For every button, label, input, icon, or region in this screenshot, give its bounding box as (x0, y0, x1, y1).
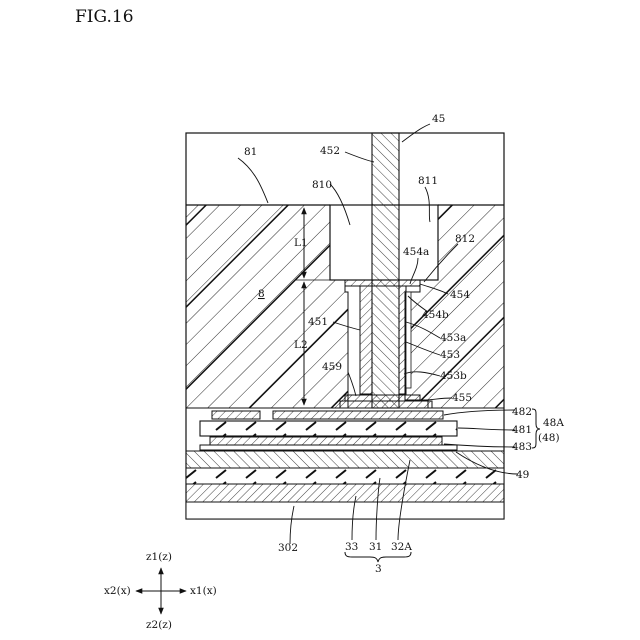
layer-483-under (200, 445, 457, 450)
layer-302 (186, 502, 504, 519)
wall-453 (399, 286, 406, 394)
figure-title: FIG.16 (75, 7, 134, 27)
label-812: 812 (455, 233, 475, 245)
axis-down-label: z2(z) (146, 619, 172, 631)
label-48A: 48A (543, 417, 564, 429)
wall-451 (360, 286, 372, 394)
label-L1: L1 (294, 237, 308, 249)
label-32A: 32A (391, 541, 412, 553)
layer-482-left (212, 411, 260, 419)
label-481: 481 (512, 424, 532, 436)
label-810: 810 (312, 179, 332, 191)
axis-left-label: x2(x) (104, 585, 131, 597)
base-459 (340, 401, 432, 408)
label-302: 302 (278, 542, 298, 554)
label-45: 45 (432, 113, 445, 125)
label-L2: L2 (294, 339, 308, 351)
label-482: 482 (512, 406, 532, 418)
label-455: 455 (452, 392, 472, 404)
label-451: 451 (308, 316, 328, 328)
label-453b: 453b (440, 370, 467, 382)
label-483: 483 (512, 441, 532, 453)
label-453a: 453a (440, 332, 466, 344)
label-459: 459 (322, 361, 342, 373)
layer-31-pattern (186, 468, 504, 484)
label-454: 454 (450, 289, 470, 301)
label-811: 811 (418, 175, 438, 187)
label-49: 49 (516, 469, 529, 481)
axis-indicator: z1(z) z2(z) x2(x) x1(x) (104, 551, 217, 631)
gap-453 (406, 292, 411, 388)
label-452: 452 (320, 145, 340, 157)
label-454b: 454b (422, 309, 449, 321)
axis-up-label: z1(z) (146, 551, 172, 563)
layer-481-pattern (200, 421, 457, 436)
label-33: 33 (345, 541, 358, 553)
label-3: 3 (375, 563, 382, 575)
layer-32A (186, 451, 504, 468)
label-81: 81 (244, 146, 257, 158)
pillar-452 (372, 133, 399, 408)
layer-482-right (273, 411, 443, 419)
label-8: 8 (258, 288, 265, 300)
label-31: 31 (369, 541, 382, 553)
label-454a: 454a (403, 246, 429, 258)
label-48-paren: (48) (538, 432, 560, 444)
axis-right-label: x1(x) (190, 585, 217, 597)
layer-33 (186, 484, 504, 502)
layer-483 (210, 437, 442, 445)
cap-454 (345, 280, 420, 286)
label-453: 453 (440, 349, 460, 361)
